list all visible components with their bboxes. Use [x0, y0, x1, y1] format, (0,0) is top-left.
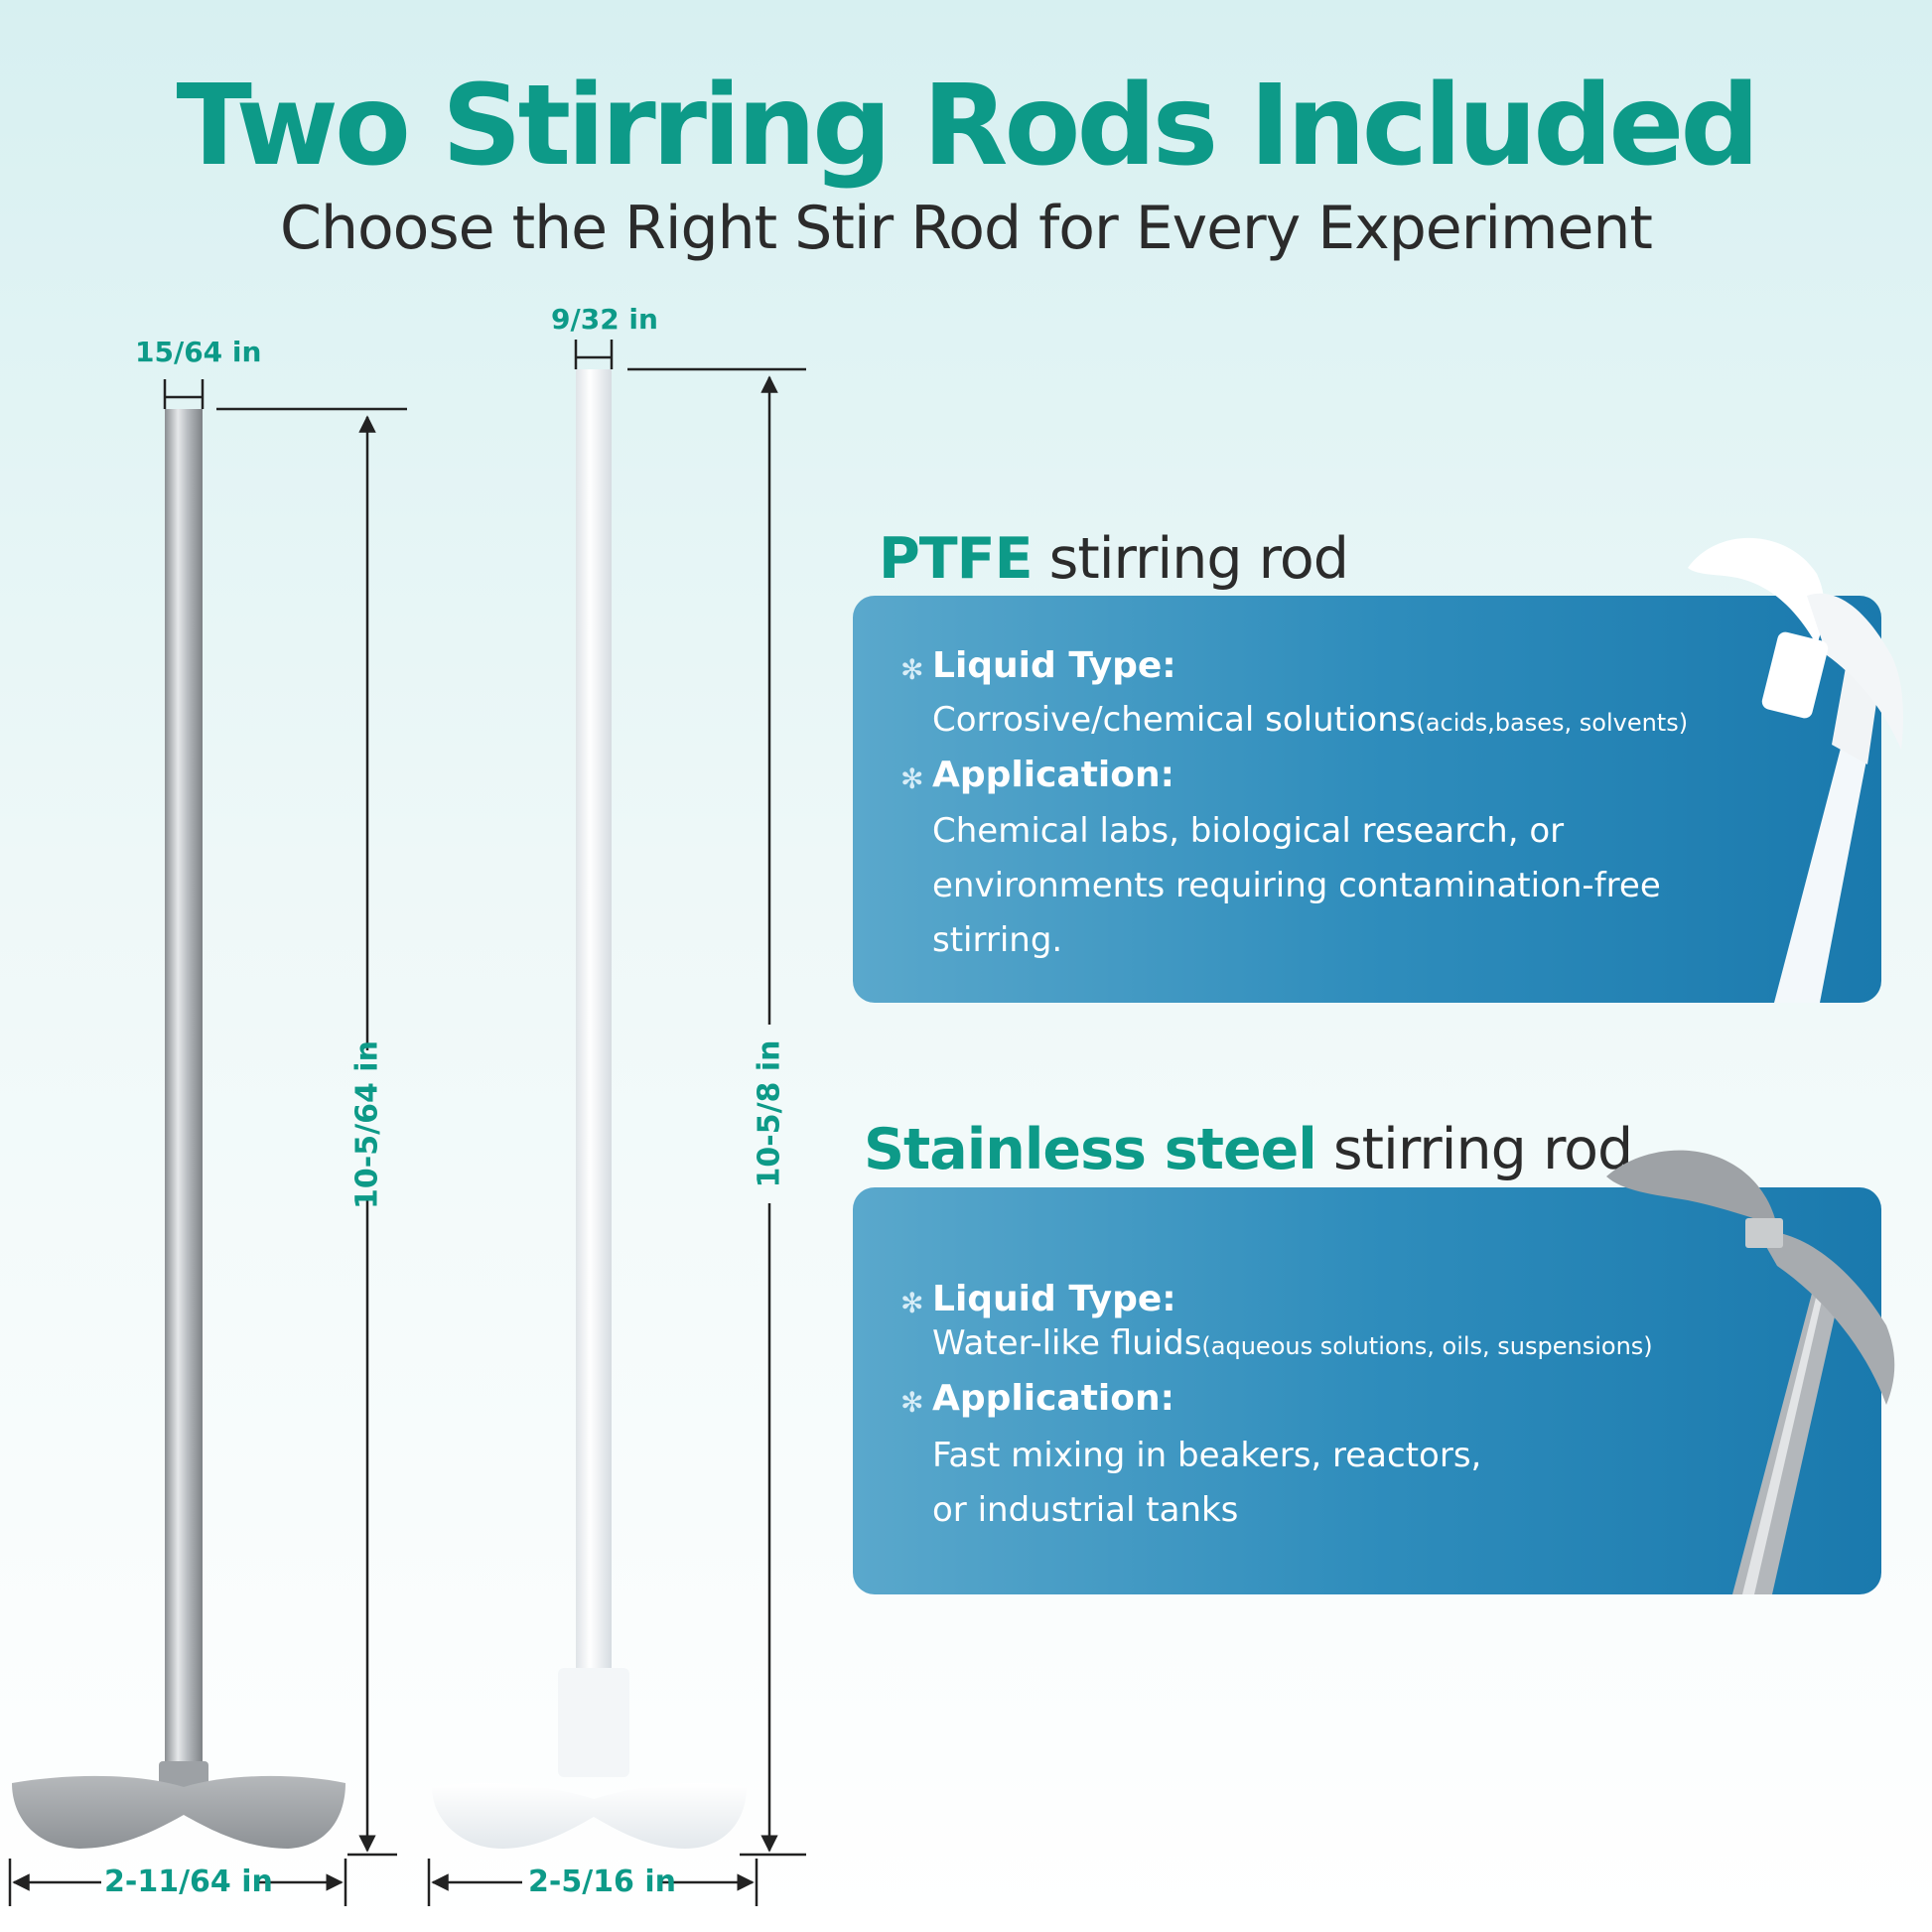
page-title: Two Stirring Rods Included — [176, 62, 1759, 191]
snowflake-bullet-icon: ✻ — [900, 1386, 924, 1419]
ptfe-heading-rest: stirring rod — [1032, 526, 1349, 592]
ptfe-paddle-blade-icon — [1688, 537, 1903, 750]
ptfe-application-label: Application: — [932, 755, 1175, 795]
steel-heading-rest: stirring rod — [1315, 1117, 1633, 1182]
ptfe-dimension-lines — [427, 340, 806, 1906]
steel-liquid-type-label: Liquid Type: — [932, 1279, 1176, 1319]
ptfe-diameter-label: 9/32 in — [551, 303, 658, 336]
steel-liquid-value-note: (aqueous solutions, oils, suspensions) — [1201, 1332, 1653, 1360]
snowflake-bullet-icon: ✻ — [900, 762, 924, 795]
steel-liquid-type-value: Water-like fluids(aqueous solutions, oil… — [932, 1316, 1653, 1374]
ptfe-application-line-3: stirring. — [932, 920, 1063, 960]
ptfe-liquid-value-main: Corrosive/chemical solutions — [932, 700, 1417, 740]
steel-diameter-label: 15/64 in — [135, 336, 262, 368]
ptfe-paddle-width-label: 2-5/16 in — [528, 1864, 676, 1899]
page-subtitle: Choose the Right Stir Rod for Every Expe… — [280, 194, 1653, 263]
ptfe-application-line-2: environments requiring contamination-fre… — [932, 866, 1661, 905]
snowflake-bullet-icon: ✻ — [900, 1287, 924, 1319]
ptfe-card-heading: PTFE stirring rod — [879, 526, 1349, 592]
ptfe-application-line-1: Chemical labs, biological research, or — [932, 811, 1565, 851]
steel-paddle-width-label: 2-11/64 in — [104, 1864, 273, 1899]
steel-length-label: 10-5/64 in — [349, 1040, 385, 1209]
steel-paddle-blade-icon — [1606, 1150, 1895, 1405]
ptfe-liquid-value-note: (acids,bases, solvents) — [1416, 709, 1689, 737]
ptfe-rod-icon — [432, 369, 747, 1849]
steel-card-heading: Stainless steel stirring rod — [864, 1117, 1633, 1182]
steel-rod-icon — [12, 409, 345, 1849]
steel-heading-highlight: Stainless steel — [864, 1117, 1317, 1182]
ptfe-liquid-type-value: Corrosive/chemical solutions(acids,bases… — [932, 693, 1688, 751]
ptfe-info-card: ✻ Liquid Type: Corrosive/chemical soluti… — [853, 596, 1881, 1003]
ptfe-liquid-type-label: Liquid Type: — [932, 645, 1176, 686]
ptfe-heading-highlight: PTFE — [879, 526, 1034, 592]
steel-dimension-lines — [8, 379, 407, 1906]
steel-application-label: Application: — [932, 1378, 1175, 1419]
steel-liquid-value-main: Water-like fluids — [932, 1323, 1202, 1363]
steel-application-line-1: Fast mixing in beakers, reactors, — [932, 1436, 1482, 1475]
steel-application-line-2: or industrial tanks — [932, 1490, 1239, 1530]
steel-paddle-closeup-icon — [1732, 1271, 1844, 1594]
snowflake-bullet-icon: ✻ — [900, 653, 924, 686]
steel-info-card: ✻ Liquid Type: Water-like fluids(aqueous… — [853, 1187, 1881, 1594]
ptfe-length-label: 10-5/8 in — [752, 1039, 787, 1188]
